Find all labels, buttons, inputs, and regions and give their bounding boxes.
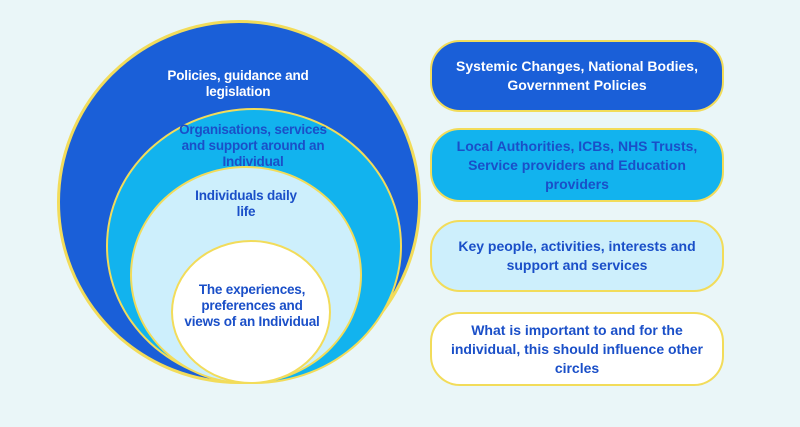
description-text: Systemic Changes, National Bodies, Gover… (456, 58, 698, 93)
description-pill-local: Local Authorities, ICBs, NHS Trusts, Ser… (430, 128, 724, 202)
circle-daily-life-label: Individuals daily life (195, 188, 297, 219)
description-text: Key people, activities, interests and su… (458, 238, 696, 273)
circle-policies-label: Policies, guidance and legislation (167, 68, 309, 99)
description-text: Local Authorities, ICBs, NHS Trusts, Ser… (456, 137, 698, 192)
description-text: What is important to and for the individ… (450, 321, 703, 376)
circle-individual-label: The experiences, preferences and views o… (184, 282, 320, 329)
circle-individual (171, 240, 331, 384)
description-pill-systemic: Systemic Changes, National Bodies, Gover… (430, 40, 724, 112)
description-pill-key-people: Key people, activities, interests and su… (430, 220, 724, 292)
description-pill-important: What is important to and for the individ… (430, 312, 724, 386)
circle-organisations-label: Organisations, services and support arou… (179, 122, 327, 169)
